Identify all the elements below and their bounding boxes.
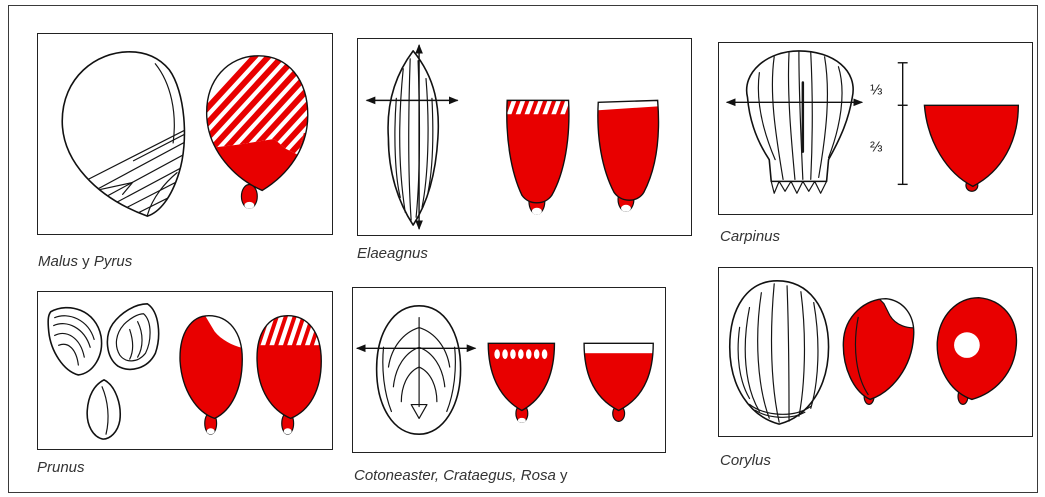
panel-carpinus: ⅓ ⅔ xyxy=(718,42,1033,215)
panel-cotoneaster xyxy=(352,287,666,453)
corylus-stained-seed-1 xyxy=(843,296,919,405)
elaeagnus-illustration xyxy=(358,39,691,235)
panel-malus-pyrus xyxy=(37,33,333,235)
caption-conjunction: y xyxy=(556,467,568,484)
carpinus-proportion-scale: ⅓ ⅔ xyxy=(870,63,908,185)
elaeagnus-stained-seed-1 xyxy=(503,96,573,214)
corylus-unstained-center xyxy=(954,332,980,358)
malus-seed-drawing xyxy=(62,52,187,218)
carpinus-illustration: ⅓ ⅔ xyxy=(719,43,1032,214)
caption-genus-corylus: Corylus xyxy=(720,452,771,469)
caption-genera-cotoneaster-crataegus-rosa: Cotoneaster, Crataegus, Rosa xyxy=(354,467,556,484)
elaeagnus-stained-seed-2 xyxy=(598,100,659,211)
caption-elaeagnus: Elaeagnus xyxy=(357,245,428,263)
elaeagnus-measure-arrows xyxy=(367,45,458,229)
caption-genus-elaeagnus: Elaeagnus xyxy=(357,245,428,262)
corylus-stained-seed-2 xyxy=(937,298,1016,405)
corylus-nut-drawing xyxy=(730,281,829,424)
panel-corylus xyxy=(718,267,1033,437)
caption-corylus: Corylus xyxy=(720,452,771,470)
cotoneaster-illustration xyxy=(353,288,665,452)
corylus-illustration xyxy=(719,268,1032,436)
prunus-stained-seed-1 xyxy=(180,312,248,434)
carpinus-stained-seed xyxy=(924,105,1018,191)
prunus-stone-drawing-1 xyxy=(48,308,101,375)
elaeagnus-seed-drawing xyxy=(388,51,438,225)
prunus-stone-drawing-2 xyxy=(107,304,158,369)
prunus-kernel-drawing xyxy=(87,380,120,439)
panel-elaeagnus xyxy=(357,38,692,236)
caption-genus-carpinus: Carpinus xyxy=(720,228,780,245)
caption-prunus: Prunus xyxy=(37,459,85,477)
malus-pyrus-illustration xyxy=(38,34,332,234)
caption-genus-pyrus: Pyrus xyxy=(94,253,132,270)
panel-prunus xyxy=(37,291,333,450)
cotoneaster-stained-seed-2 xyxy=(584,343,653,421)
prunus-stained-seed-2 xyxy=(248,308,332,434)
carpinus-seed-drawing xyxy=(747,51,854,193)
caption-malus-pyrus: Malus y Pyrus xyxy=(38,253,132,271)
caption-genus-malus: Malus xyxy=(38,253,78,270)
caption-cotoneaster: Cotoneaster, Crataegus, Rosa y xyxy=(354,467,567,485)
prunus-illustration xyxy=(38,292,332,449)
cotoneaster-stained-seed-1 xyxy=(488,343,554,423)
caption-carpinus: Carpinus xyxy=(720,228,780,246)
cotoneaster-seed-drawing xyxy=(377,306,461,434)
caption-genus-prunus: Prunus xyxy=(37,459,85,476)
fraction-two-thirds: ⅔ xyxy=(870,140,883,156)
fraction-one-third: ⅓ xyxy=(870,82,882,98)
caption-conjunction: y xyxy=(78,253,94,270)
